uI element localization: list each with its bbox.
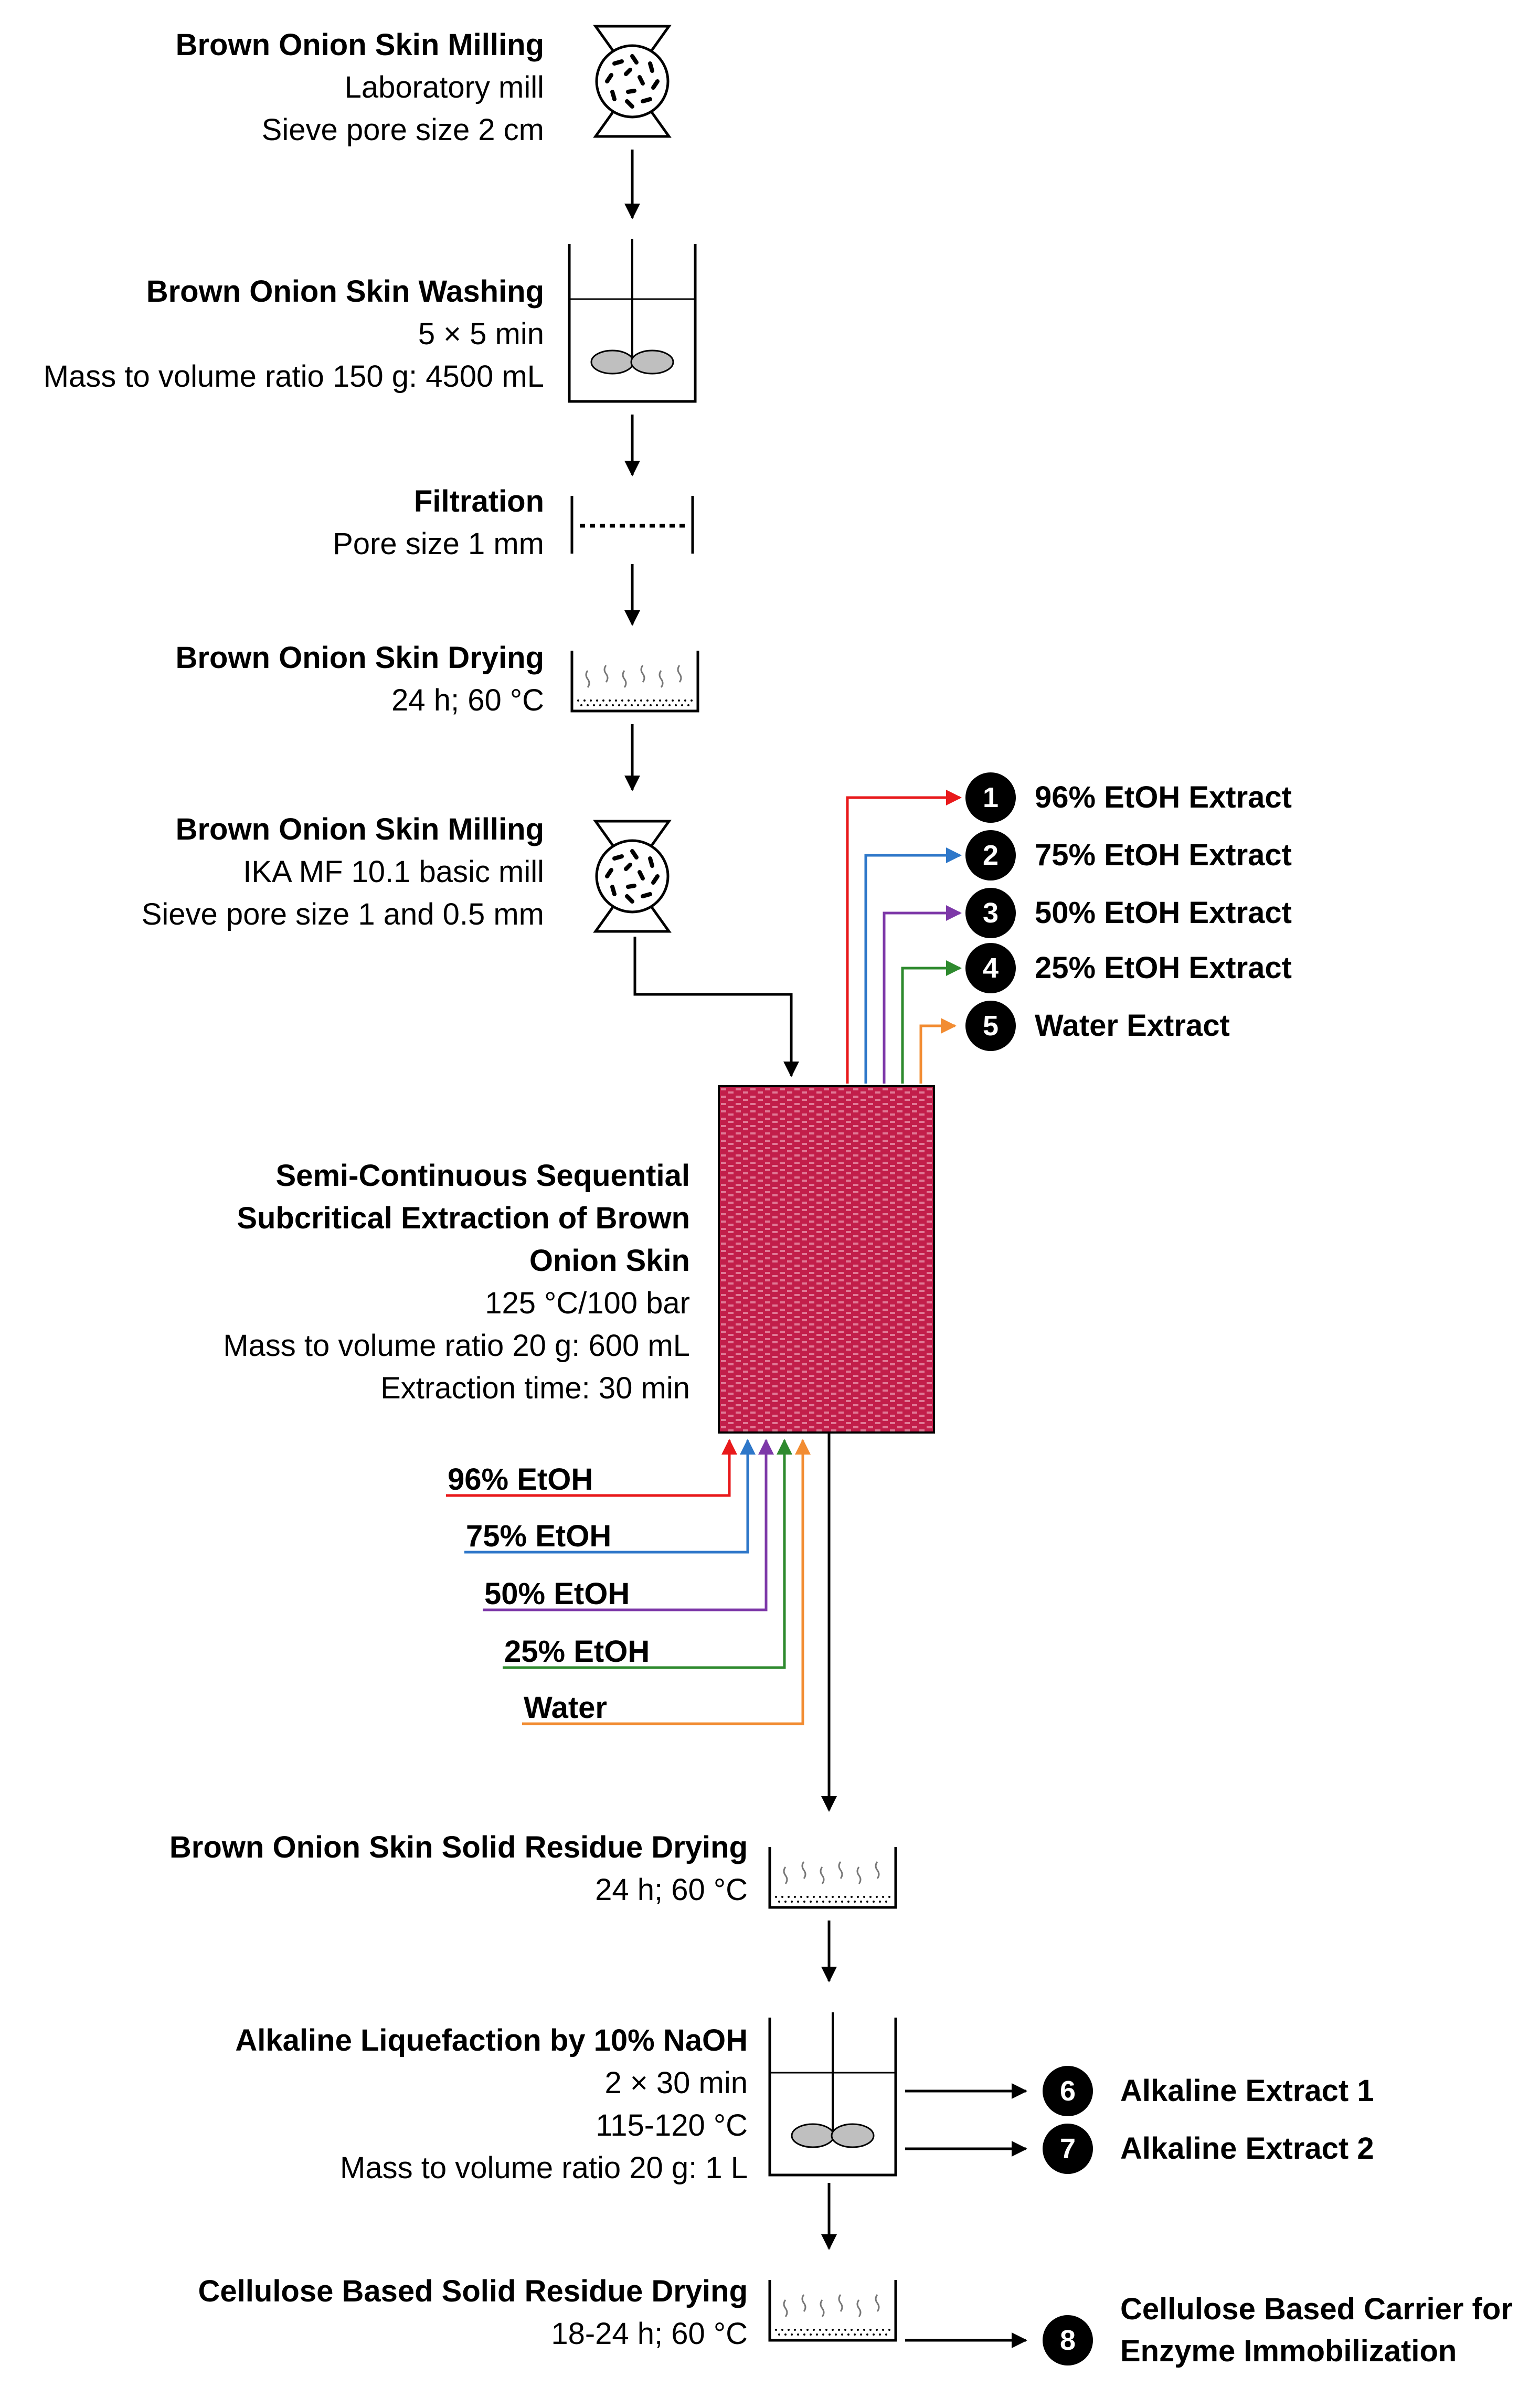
flow-arrow — [633, 937, 799, 1077]
output-badge-1: 1 — [965, 772, 1016, 823]
step-title: Brown Onion Skin Drying — [175, 641, 544, 675]
step-title: Brown Onion Skin Milling — [175, 28, 544, 62]
step-drying-1: Brown Onion Skin Drying 24 h; 60 °C — [176, 636, 544, 722]
step-title: Subcritical Extraction of Brown — [237, 1201, 690, 1235]
step-detail: 115-120 °C — [596, 2108, 748, 2142]
step-detail: 18-24 h; 60 °C — [551, 2317, 748, 2351]
inlet-line-25-etoh — [503, 1439, 792, 1669]
step-detail: Extraction time: 30 min — [380, 1371, 690, 1405]
step-filtration: Filtration Pore size 1 mm — [333, 480, 544, 565]
step-washing: Brown Onion Skin Washing 5 × 5 min Mass … — [44, 270, 544, 398]
solvent-label-50-etoh: 50% EtOH — [484, 1577, 630, 1611]
step-milling-2: Brown Onion Skin Milling IKA MF 10.1 bas… — [142, 808, 544, 936]
step-title: Brown Onion Skin Milling — [175, 812, 544, 846]
outlet-line-water — [919, 1018, 957, 1084]
step-title: Cellulose Based Solid Residue Drying — [198, 2274, 748, 2308]
step-title: Onion Skin — [529, 1244, 690, 1278]
output-label-75-etoh-extract: 75% EtOH Extract — [1035, 838, 1292, 872]
output-badge-3: 3 — [965, 888, 1016, 938]
output-label-alkaline-extract-2: Alkaline Extract 2 — [1120, 2131, 1374, 2166]
solvent-label-water: Water — [524, 1691, 607, 1725]
step-detail: Mass to volume ratio 20 g: 600 mL — [223, 1329, 690, 1363]
inlet-line-50-etoh — [483, 1439, 774, 1611]
output-label-96-etoh-extract: 96% EtOH Extract — [1035, 780, 1292, 814]
alkaline-tank-icon — [770, 2012, 896, 2175]
filter-icon — [570, 496, 694, 554]
output-badge-7: 7 — [1043, 2124, 1093, 2174]
step-drying-3: Cellulose Based Solid Residue Drying 18-… — [198, 2270, 748, 2355]
step-extraction: Semi-Continuous Sequential Subcritical E… — [223, 1154, 690, 1409]
step-title: Brown Onion Skin Washing — [146, 274, 544, 309]
output-badge-8: 8 — [1043, 2315, 1093, 2365]
step-detail: Sieve pore size 1 and 0.5 mm — [141, 897, 544, 931]
step-detail: Pore size 1 mm — [333, 527, 544, 561]
outlet-line-75-etoh — [864, 847, 962, 1084]
output-badge-6: 6 — [1043, 2066, 1093, 2116]
step-detail: IKA MF 10.1 basic mill — [243, 855, 544, 889]
dryer-icon-3 — [770, 2280, 896, 2340]
step-detail: Laboratory mill — [344, 70, 544, 104]
step-detail: 2 × 30 min — [604, 2066, 748, 2100]
step-detail: Sieve pore size 2 cm — [261, 113, 544, 147]
mill-icon-2 — [596, 821, 669, 931]
output-label-25-etoh-extract: 25% EtOH Extract — [1035, 951, 1292, 985]
step-detail: 24 h; 60 °C — [595, 1873, 748, 1907]
output-label-alkaline-extract-1: Alkaline Extract 1 — [1120, 2074, 1374, 2108]
step-title: Alkaline Liquefaction by 10% NaOH — [235, 2023, 748, 2057]
dryer-icon-1 — [572, 651, 698, 711]
output-label-line: Enzyme Immobilization — [1120, 2334, 1457, 2368]
step-title: Brown Onion Skin Solid Residue Drying — [169, 1830, 748, 1864]
step-detail: 24 h; 60 °C — [391, 683, 544, 717]
step-detail: Mass to volume ratio 150 g: 4500 mL — [43, 359, 544, 394]
step-alkaline: Alkaline Liquefaction by 10% NaOH 2 × 30… — [235, 2019, 748, 2189]
output-label-cellulose-carrier: Cellulose Based Carrier for Enzyme Immob… — [1120, 2288, 1513, 2372]
washing-tank-icon — [569, 239, 695, 401]
output-badge-4: 4 — [965, 943, 1016, 993]
inlet-line-75-etoh — [464, 1439, 756, 1554]
extraction-column-icon — [718, 1085, 935, 1434]
solvent-label-25-etoh: 25% EtOH — [504, 1635, 650, 1669]
step-detail: Mass to volume ratio 20 g: 1 L — [340, 2151, 748, 2185]
step-detail: 5 × 5 min — [418, 317, 544, 351]
output-badge-5: 5 — [965, 1001, 1016, 1051]
solvent-label-96-etoh: 96% EtOH — [448, 1462, 593, 1497]
step-detail: 125 °C/100 bar — [485, 1286, 690, 1320]
inlet-line-96-etoh — [446, 1439, 737, 1497]
outlet-line-50-etoh — [883, 905, 962, 1084]
mill-icon-1 — [596, 26, 669, 136]
output-badge-2: 2 — [965, 830, 1016, 880]
step-title: Filtration — [413, 484, 544, 518]
step-milling-1: Brown Onion Skin Milling Laboratory mill… — [176, 24, 544, 151]
dryer-icon-2 — [770, 1847, 896, 1907]
step-drying-2: Brown Onion Skin Solid Residue Drying 24… — [169, 1826, 748, 1911]
output-label-line: Cellulose Based Carrier for — [1120, 2292, 1513, 2326]
output-label-water-extract: Water Extract — [1035, 1009, 1230, 1043]
solvent-label-75-etoh: 75% EtOH — [466, 1519, 612, 1553]
outlet-line-96-etoh — [846, 790, 962, 1084]
output-label-50-etoh-extract: 50% EtOH Extract — [1035, 896, 1292, 930]
step-title: Semi-Continuous Sequential — [275, 1159, 691, 1193]
inlet-line-water — [522, 1439, 811, 1725]
outlet-line-25-etoh — [901, 960, 962, 1084]
